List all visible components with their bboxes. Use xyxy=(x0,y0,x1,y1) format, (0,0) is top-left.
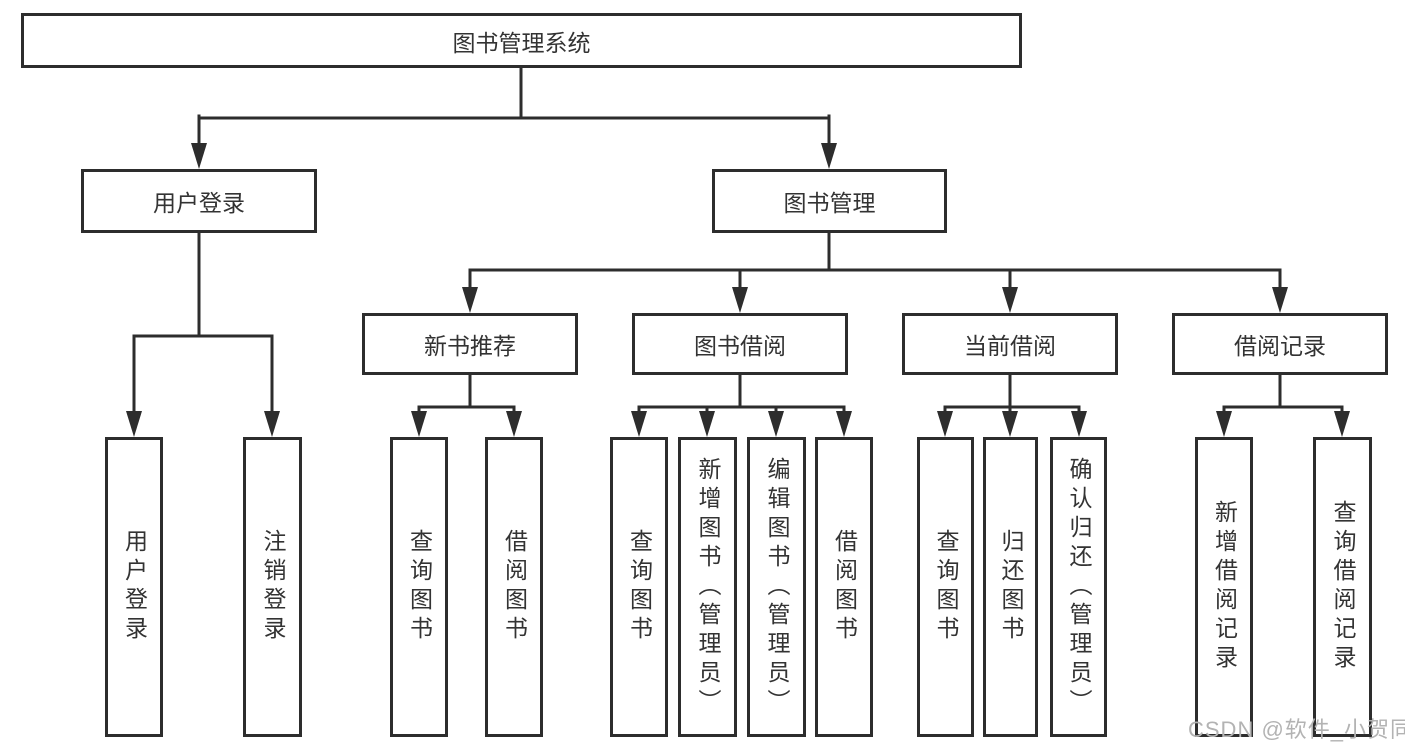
leaf-cb-query-books-label: 查询图书 xyxy=(933,529,959,645)
node-current-borrow: 当前借阅 xyxy=(902,313,1118,375)
leaf-bb-query-books: 查询图书 xyxy=(610,437,668,737)
connector-book-borrow-group xyxy=(637,373,846,415)
leaf-nbr-query-books-label: 查询图书 xyxy=(406,529,433,645)
leaf-nbr-query-books: 查询图书 xyxy=(390,437,448,737)
leaf-user-login: 用户登录 xyxy=(105,437,163,737)
leaf-cb-confirm-return-admin-label: 确认归还（管理员） xyxy=(1066,456,1092,718)
leaf-br-query-borrow-record: 查询借阅记录 xyxy=(1313,437,1372,737)
leaf-br-add-borrow-record-label: 新增借阅记录 xyxy=(1211,500,1238,674)
leaf-cb-query-books: 查询图书 xyxy=(917,437,974,737)
node-book-borrow: 图书借阅 xyxy=(632,313,848,375)
leaf-user-login-label: 用户登录 xyxy=(121,529,148,645)
leaf-bb-edit-book-admin: 编辑图书（管理员） xyxy=(747,437,806,737)
csdn-watermark: CSDN @软件_小贺同学 xyxy=(1188,717,1405,742)
node-new-book-recommend-label: 新书推荐 xyxy=(424,333,516,359)
leaf-br-add-borrow-record: 新增借阅记录 xyxy=(1195,437,1253,737)
leaf-br-query-borrow-record-label: 查询借阅记录 xyxy=(1330,500,1356,674)
leaf-cb-return-books: 归还图书 xyxy=(983,437,1038,737)
node-new-book-recommend: 新书推荐 xyxy=(362,313,578,375)
leaf-bb-edit-book-admin-label: 编辑图书（管理员） xyxy=(764,456,790,718)
leaf-bb-query-books-label: 查询图书 xyxy=(626,529,653,645)
leaf-nbr-borrow-books-label: 借阅图书 xyxy=(501,529,528,645)
node-book-borrow-label: 图书借阅 xyxy=(694,333,786,359)
node-book-management-label: 图书管理 xyxy=(783,190,876,216)
leaf-nbr-borrow-books: 借阅图书 xyxy=(485,437,543,737)
node-root-system: 图书管理系统 xyxy=(21,13,1022,68)
leaf-logout-label: 注销登录 xyxy=(260,529,286,645)
node-root-system-label: 图书管理系统 xyxy=(452,29,591,56)
node-borrow-records: 借阅记录 xyxy=(1172,313,1388,375)
leaf-cb-confirm-return-admin: 确认归还（管理员） xyxy=(1050,437,1107,737)
connector-book-management-to-level3 xyxy=(468,229,1282,291)
leaf-cb-return-books-label: 归还图书 xyxy=(998,529,1024,645)
leaf-logout: 注销登录 xyxy=(243,437,302,737)
node-user-login-label: 用户登录 xyxy=(153,190,245,216)
leaf-bb-add-book-admin-label: 新增图书（管理员） xyxy=(695,456,721,718)
leaf-bb-add-book-admin: 新增图书（管理员） xyxy=(678,437,737,737)
leaf-bb-borrow-books-label: 借阅图书 xyxy=(831,529,858,645)
node-user-login: 用户登录 xyxy=(81,169,317,233)
node-borrow-records-label: 借阅记录 xyxy=(1234,333,1326,359)
connector-root-to-level2 xyxy=(197,64,831,146)
connector-current-borrow-group xyxy=(943,373,1081,415)
node-current-borrow-label: 当前借阅 xyxy=(964,333,1056,359)
connector-new-book-group xyxy=(417,373,516,415)
arrowheads xyxy=(126,143,1350,437)
leaf-bb-borrow-books: 借阅图书 xyxy=(815,437,873,737)
connector-user-login-group xyxy=(132,229,274,415)
node-book-management: 图书管理 xyxy=(712,169,947,233)
connector-borrow-record-group xyxy=(1222,373,1344,415)
